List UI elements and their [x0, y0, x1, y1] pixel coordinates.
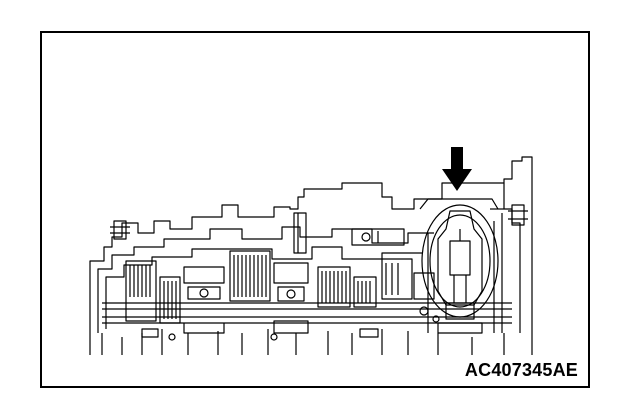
- bolt-right: [511, 204, 525, 226]
- clutch-pack-2: [229, 250, 271, 302]
- housing-outline: [89, 156, 533, 345]
- diagram-frame: AC407345AE: [40, 31, 590, 388]
- oil-pump-assembly: [419, 198, 504, 334]
- figure-code: AC407345AE: [464, 360, 578, 380]
- arrow-down-icon: [442, 147, 472, 191]
- transmission-cross-section: [89, 156, 533, 355]
- clutch-pack-1: [125, 260, 181, 324]
- valve-body: [351, 228, 435, 316]
- planetary-gear-b: [273, 262, 309, 334]
- planetary-gear-a: [183, 266, 225, 334]
- clutch-pack-3: [317, 266, 377, 308]
- bolt-left: [113, 220, 127, 240]
